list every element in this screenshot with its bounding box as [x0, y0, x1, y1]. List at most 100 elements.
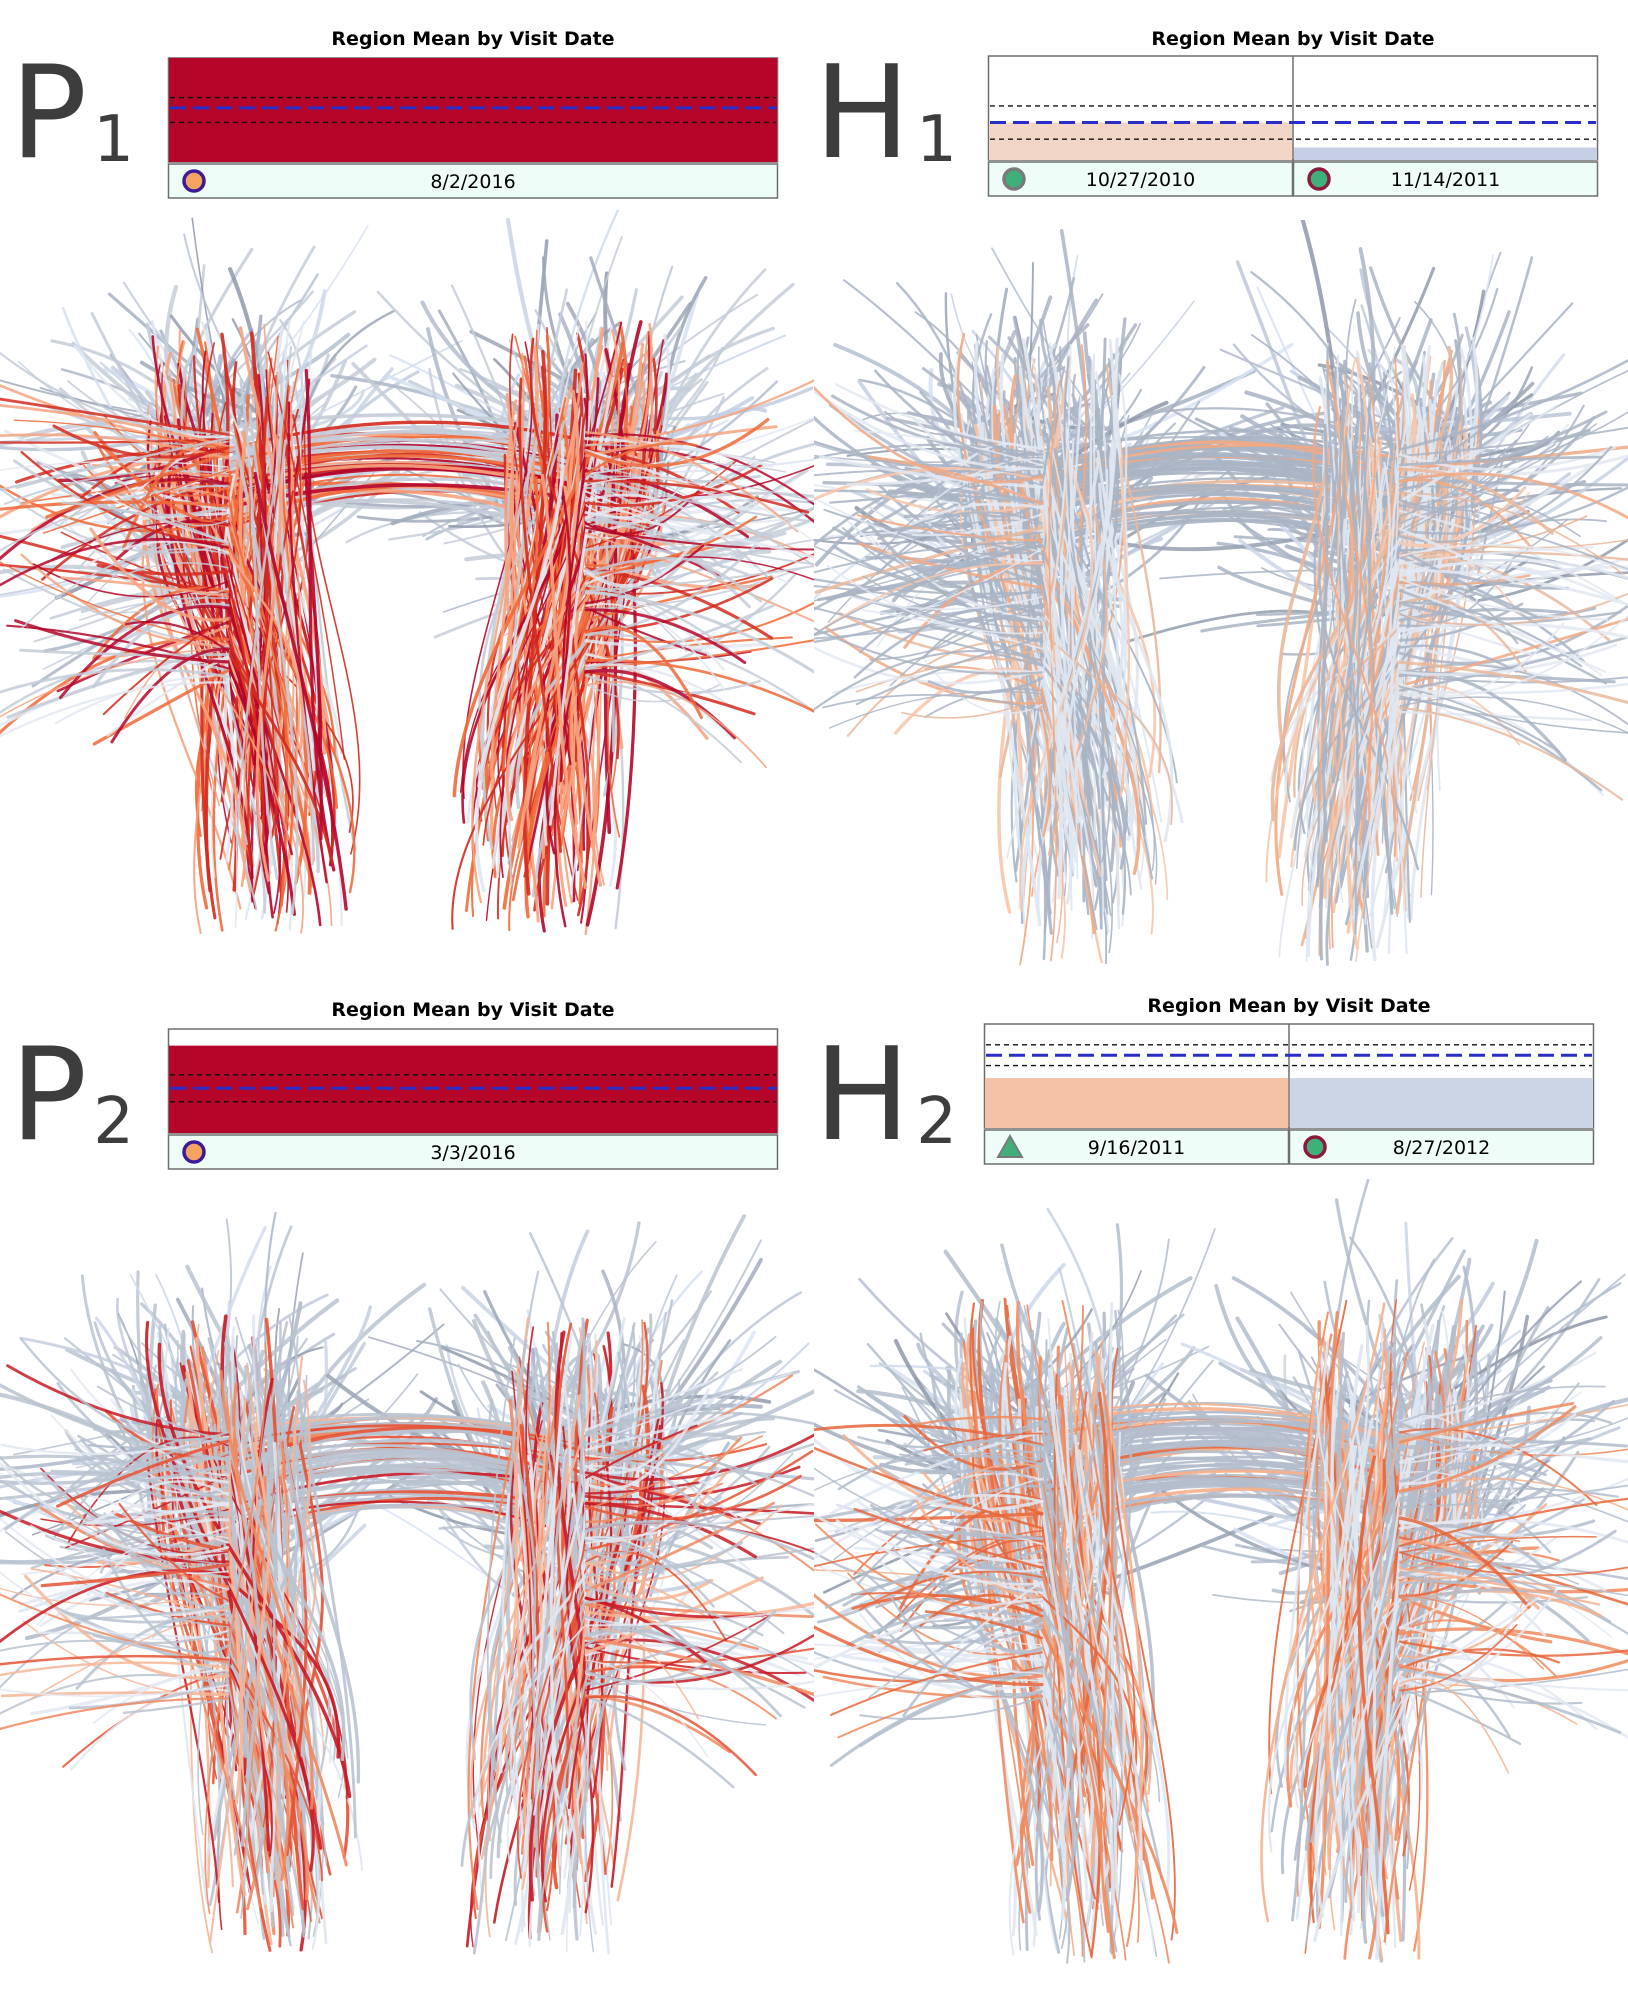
fiber [501, 1492, 524, 1835]
fiber [584, 1367, 744, 1432]
panel-label: P1 [10, 39, 134, 188]
fiber [1398, 602, 1524, 642]
fiber [907, 502, 1044, 528]
fiber [1398, 1596, 1540, 1687]
fiber [85, 1501, 230, 1525]
fiber [1398, 589, 1608, 685]
fiber [826, 564, 1043, 635]
fiber [86, 538, 229, 604]
fiber [585, 1586, 694, 1648]
fiber [1399, 706, 1624, 801]
fiber [1339, 1377, 1410, 1870]
fiber [584, 546, 691, 588]
fiber [519, 1424, 541, 1878]
fiber [584, 507, 794, 538]
fiber [191, 217, 229, 419]
fiber [814, 1423, 1044, 1447]
fiber [54, 674, 230, 725]
fiber [1336, 360, 1356, 916]
fiber [1464, 326, 1482, 427]
fiber [235, 345, 293, 852]
fiber [1398, 565, 1628, 604]
fiber [1327, 1444, 1358, 1857]
fiber [1034, 1445, 1121, 1918]
fiber [1398, 423, 1570, 501]
fiber [859, 1568, 1043, 1653]
fiber [572, 1426, 598, 1865]
fiber [1399, 423, 1598, 507]
fiber [915, 1499, 1044, 1598]
fiber [584, 639, 768, 649]
fiber [908, 463, 1043, 478]
fiber [1297, 1449, 1464, 1790]
fiber [1013, 433, 1060, 786]
fiber [150, 320, 303, 838]
visit-date-cell [983, 1129, 1290, 1165]
fiber [0, 1383, 230, 1462]
fiber [585, 564, 814, 592]
fiber [1399, 1536, 1521, 1565]
fiber-bundle [0, 1211, 814, 1955]
fiber [122, 1697, 230, 1714]
visit-date-cell [167, 163, 779, 199]
fiber [505, 425, 636, 822]
mean-bar [1294, 147, 1597, 160]
mean-bar [1290, 1078, 1593, 1128]
fiber [1013, 298, 1098, 498]
fiber [1086, 373, 1108, 881]
fiber [1399, 1619, 1558, 1678]
fiber [814, 646, 1044, 685]
fiber [306, 499, 357, 851]
fiber [584, 515, 773, 538]
fiber [1399, 1484, 1628, 1509]
fiber [924, 486, 1044, 551]
fiber [923, 1432, 1043, 1452]
fiber [1398, 1608, 1521, 1689]
fiber [298, 389, 365, 432]
fiber [584, 608, 747, 664]
fiber [520, 1481, 532, 1855]
fiber [1300, 1376, 1403, 1825]
fiber [273, 1321, 282, 1798]
panel-label: P2 [10, 1021, 134, 1170]
fiber [209, 1364, 259, 1944]
fiber [0, 1463, 229, 1544]
fiber [68, 1679, 230, 1710]
fiber [0, 1454, 230, 1487]
fiber [300, 1426, 331, 1775]
fiber [584, 544, 763, 603]
fiber [1399, 614, 1628, 698]
fiber [924, 1610, 1044, 1640]
fiber [584, 1609, 777, 1683]
fiber [584, 437, 773, 468]
fiber [1398, 1399, 1616, 1503]
fiber [56, 1439, 230, 1508]
fiber [814, 541, 1043, 574]
fiber [814, 1627, 1043, 1660]
fiber [874, 369, 1044, 469]
fiber [1398, 1401, 1575, 1444]
fiber [0, 351, 229, 434]
fiber [3, 469, 229, 505]
fiber [902, 1622, 1044, 1718]
visit-date-label: 11/14/2011 [1391, 169, 1501, 191]
fiber [890, 1597, 1044, 1699]
visit-date-cell [167, 1134, 779, 1170]
fiber [584, 1472, 751, 1571]
fiber [585, 567, 688, 653]
visit-date-cell [1292, 161, 1599, 197]
fiber [866, 520, 1044, 622]
fiber [1276, 446, 1332, 787]
visit-marker [1307, 167, 1331, 191]
fiber [814, 1679, 1043, 1698]
fiber [656, 1239, 762, 1412]
fiber [1047, 1367, 1115, 1906]
fiber [1315, 482, 1372, 884]
fiber [451, 481, 646, 930]
fiber [1365, 1274, 1461, 1412]
panel-label: H2 [814, 1021, 957, 1170]
fiber [585, 433, 814, 506]
fiber [659, 491, 814, 509]
fiber [1019, 512, 1094, 913]
fiber [1399, 562, 1512, 624]
